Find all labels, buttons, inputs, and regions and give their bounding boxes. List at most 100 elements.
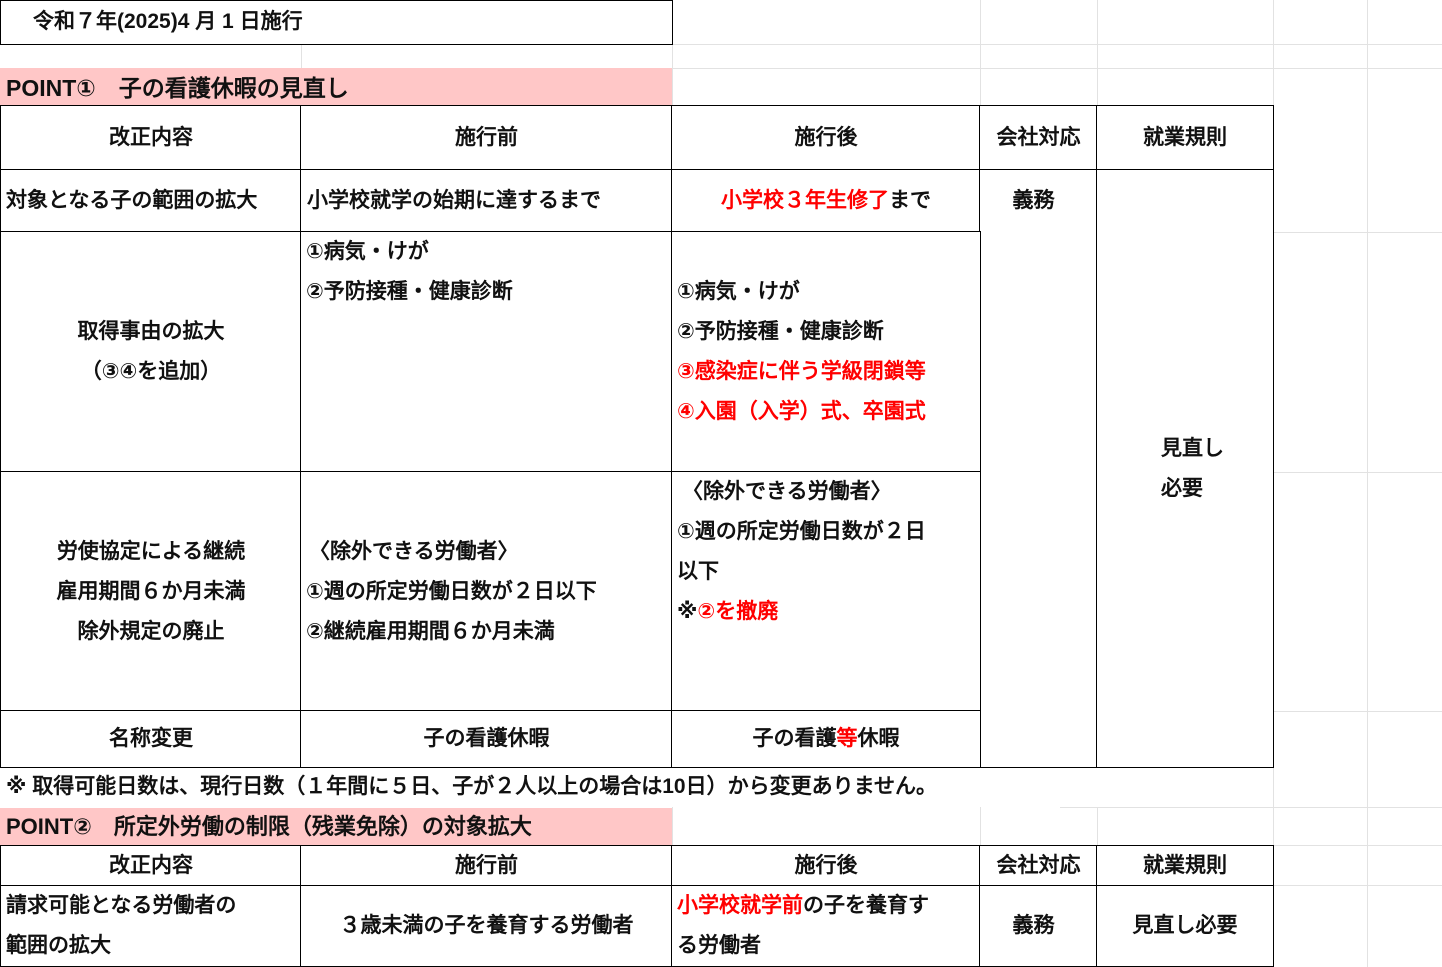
header-company: 会社対応: [996, 854, 1081, 877]
point1-heading: POINT① 子の看護休暇の見直し: [6, 75, 349, 101]
gridline: [1273, 711, 1442, 712]
cell: 請求可能となる労働者の 範囲の拡大: [0, 885, 302, 967]
row1-item: 対象となる子の範囲の拡大: [6, 189, 258, 212]
row4-after: 子の看護等休暇: [672, 719, 980, 759]
rules-merged-cell: 見直し 必要: [1096, 169, 1274, 768]
note: ※ 取得可能日数は、現行日数（１年間に５日、子が２人以上の場合は10日）から変更…: [6, 775, 937, 798]
header-before: 施行前: [455, 126, 518, 149]
rules-line: 見直し: [1161, 437, 1224, 460]
cell: ①病気・けが ②予防接種・健康診断 ③感染症に伴う学級閉鎖等 ④入園（入学）式、…: [671, 231, 981, 473]
row3-after: 〈除外できる労働者〉: [682, 480, 892, 503]
cell: 対象となる子の範囲の拡大: [0, 169, 302, 233]
row3-item: 除外規定の廃止: [77, 620, 225, 643]
gridline: [980, 0, 981, 110]
red-text: 小学校３年生修了: [721, 189, 889, 212]
header-cell: 会社対応: [979, 105, 1098, 171]
row3-item: 雇用期間６か月未満: [56, 580, 246, 603]
gridline: [1273, 885, 1442, 886]
text: の子を養育す: [803, 894, 929, 917]
row4-item: 名称変更: [109, 727, 193, 750]
text: まで: [889, 189, 931, 212]
p2-rules: 見直し必要: [1132, 914, 1238, 937]
header-cell: 施行後: [671, 105, 981, 171]
text: 子の看護: [752, 727, 837, 750]
row2-after: ①病気・けが: [677, 280, 800, 303]
company-merged-cell: [979, 231, 1098, 768]
cell: 名称変更: [0, 710, 302, 768]
row1-after: 小学校３年生修了まで: [672, 181, 980, 221]
gridline: [0, 44, 1442, 45]
p2-item: 範囲の拡大: [6, 934, 111, 957]
row3-before: ①週の所定労働日数が２日以下: [306, 580, 597, 603]
header-after: 施行後: [794, 854, 858, 877]
cell: 見直し必要: [1096, 885, 1274, 967]
row3-before: ②継続雇用期間６か月未満: [306, 620, 555, 643]
cell: ①病気・けが ②予防接種・健康診断: [300, 231, 673, 473]
row1-company: 義務: [1012, 189, 1055, 212]
header-before: 施行前: [455, 854, 518, 877]
cell: 労使協定による継続 雇用期間６か月未満 除外規定の廃止: [0, 471, 302, 712]
row1-before: 小学校就学の始期に達するまで: [307, 189, 601, 212]
row2-item: 取得事由の拡大: [77, 320, 225, 343]
row3-item: 労使協定による継続: [56, 540, 246, 563]
header-cell: 施行前: [300, 845, 673, 887]
cell: 小学校３年生修了まで: [671, 169, 981, 233]
red-text: 等: [836, 727, 858, 750]
row2-after: ②予防接種・健康診断: [677, 320, 884, 343]
text: ※: [677, 600, 698, 623]
header-cell: 改正内容: [0, 845, 302, 887]
header-cell: 施行後: [671, 845, 981, 887]
row4-before: 子の看護休暇: [423, 727, 550, 750]
cell: 小学校就学の始期に達するまで: [300, 169, 673, 233]
header-cell: 改正内容: [0, 105, 302, 171]
header-cell: 就業規則: [1096, 845, 1274, 887]
gridline: [1060, 807, 1442, 808]
point1-heading-cell: POINT① 子の看護休暇の見直し: [0, 68, 672, 106]
red-text: 小学校就学前: [677, 894, 803, 917]
p2-after: 小学校就学前の子を養育す: [677, 886, 929, 926]
cell: 義務: [979, 885, 1098, 967]
header-after: 施行後: [794, 126, 858, 149]
rules-line: 必要: [1161, 477, 1203, 500]
header-item: 改正内容: [109, 854, 193, 877]
row2-after-red: ③感染症に伴う学級閉鎖等: [677, 360, 926, 383]
row3-before: 〈除外できる労働者〉: [309, 540, 519, 563]
text: 休暇: [857, 727, 900, 750]
row2-before: ②予防接種・健康診断: [306, 280, 513, 303]
row3-after: ①週の所定労働日数が２日: [677, 520, 926, 543]
gridline: [1367, 0, 1368, 967]
row3-after: 以下: [677, 560, 719, 583]
cell: 小学校就学前の子を養育す る労働者: [671, 885, 981, 967]
gridline: [1097, 0, 1098, 110]
cell: 子の看護休暇: [300, 710, 673, 768]
point2-heading: POINT② 所定外労働の制限（残業免除）の対象拡大: [6, 814, 532, 839]
header-rules: 就業規則: [1143, 126, 1227, 149]
gridline: [672, 807, 673, 847]
cell: 義務: [979, 169, 1098, 233]
gridline: [301, 44, 302, 68]
cell: ３歳未満の子を養育する労働者: [300, 885, 673, 967]
row2-before: ①病気・けが: [306, 240, 429, 263]
p2-before: ３歳未満の子を養育する労働者: [339, 914, 634, 937]
title-cell: 令和７年(2025)4 月 1 日施行: [0, 0, 673, 45]
cell: 取得事由の拡大 （③④を追加）: [0, 231, 302, 473]
cell: 〈除外できる労働者〉 ①週の所定労働日数が２日以下 ②継続雇用期間６か月未満: [300, 471, 673, 712]
cell: 子の看護等休暇: [671, 710, 981, 768]
gridline: [1273, 472, 1442, 473]
gridline: [0, 68, 1442, 69]
point2-heading-cell: POINT② 所定外労働の制限（残業免除）の対象拡大: [0, 808, 672, 846]
gridline: [672, 0, 673, 110]
row3-after-note: ※②を撤廃: [677, 592, 778, 632]
header-cell: 施行前: [300, 105, 673, 171]
row2-item: （③④を追加）: [80, 360, 222, 383]
header-cell: 会社対応: [979, 845, 1098, 887]
red-text: ②を撤廃: [697, 600, 779, 623]
p2-item: 請求可能となる労働者の: [6, 894, 237, 917]
header-cell: 就業規則: [1096, 105, 1274, 171]
gridline: [1273, 232, 1442, 233]
header-item: 改正内容: [109, 126, 193, 149]
header-company: 会社対応: [996, 126, 1081, 149]
gridline: [980, 807, 981, 847]
header-rules: 就業規則: [1143, 854, 1227, 877]
